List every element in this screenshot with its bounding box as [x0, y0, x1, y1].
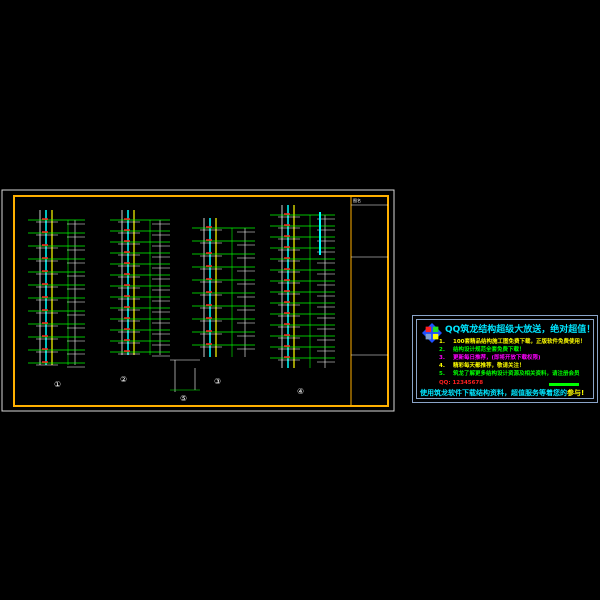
elevation-label: ②	[120, 375, 127, 384]
title-block-label: 图名	[353, 197, 361, 203]
promo-item: 5. 筑龙了解更多结构设计资源及相关资料，请注册会员	[439, 371, 580, 378]
promo-item-num: 5.	[439, 371, 445, 377]
footer-highlight: 参与!	[567, 389, 585, 397]
elevations: ① ② ③ ④ ⑤	[28, 205, 335, 403]
promo-item-num: 3.	[439, 355, 445, 361]
elevation-label: ③	[214, 377, 221, 386]
promo-item: 2. 结构设计规范全套免费下载！	[439, 347, 525, 354]
promo-footer: 使用筑龙软件下载结构资料，超值服务等着您的参与!	[420, 389, 584, 398]
promo-item-text: 100套精品结构施工图免费下载，正版软件免费使用！	[453, 339, 586, 345]
promo-item: 3. 更新每日推荐，(即将开放下载权限)	[439, 355, 541, 362]
promo-item-num: 1.	[439, 339, 445, 345]
promo-panel-inner: QQ筑龙结构超级大放送，绝对超值！ 1. 100套精品结构施工图免费下载，正版软件…	[416, 319, 596, 399]
promo-qq: QQ: 12345678	[439, 380, 484, 386]
promo-item-text: 精彩每天都推荐，敬请关注！	[453, 363, 525, 369]
outer-frame	[1, 189, 395, 412]
promo-divider	[549, 383, 579, 386]
title-block: 图名	[350, 196, 388, 406]
promo-item-text: 更新每日推荐，(即将开放下载权限)	[453, 355, 541, 361]
drawing-border	[13, 195, 389, 407]
logo-icon	[422, 323, 442, 343]
promo-item: 1. 100套精品结构施工图免费下载，正版软件免费使用！	[439, 339, 585, 346]
promo-title: QQ筑龙结构超级大放送，绝对超值！	[445, 325, 596, 335]
promo-item: 4. 精彩每天都推荐，敬请关注！	[439, 363, 525, 370]
footer-text: 使用筑龙软件下载结构资料，超值服务等着您的	[420, 389, 567, 397]
elevation-label: ⑤	[180, 394, 187, 403]
promo-item-num: 4.	[439, 363, 445, 369]
promo-item-num: 2.	[439, 347, 445, 353]
promo-panel: QQ筑龙结构超级大放送，绝对超值！ 1. 100套精品结构施工图免费下载，正版软件…	[412, 315, 598, 403]
elevation-label: ④	[297, 387, 304, 396]
promo-item-text: 结构设计规范全套免费下载！	[453, 347, 525, 353]
elevation-label: ①	[54, 380, 61, 389]
promo-item-text: 筑龙了解更多结构设计资源及相关资料，请注册会员	[453, 371, 580, 377]
